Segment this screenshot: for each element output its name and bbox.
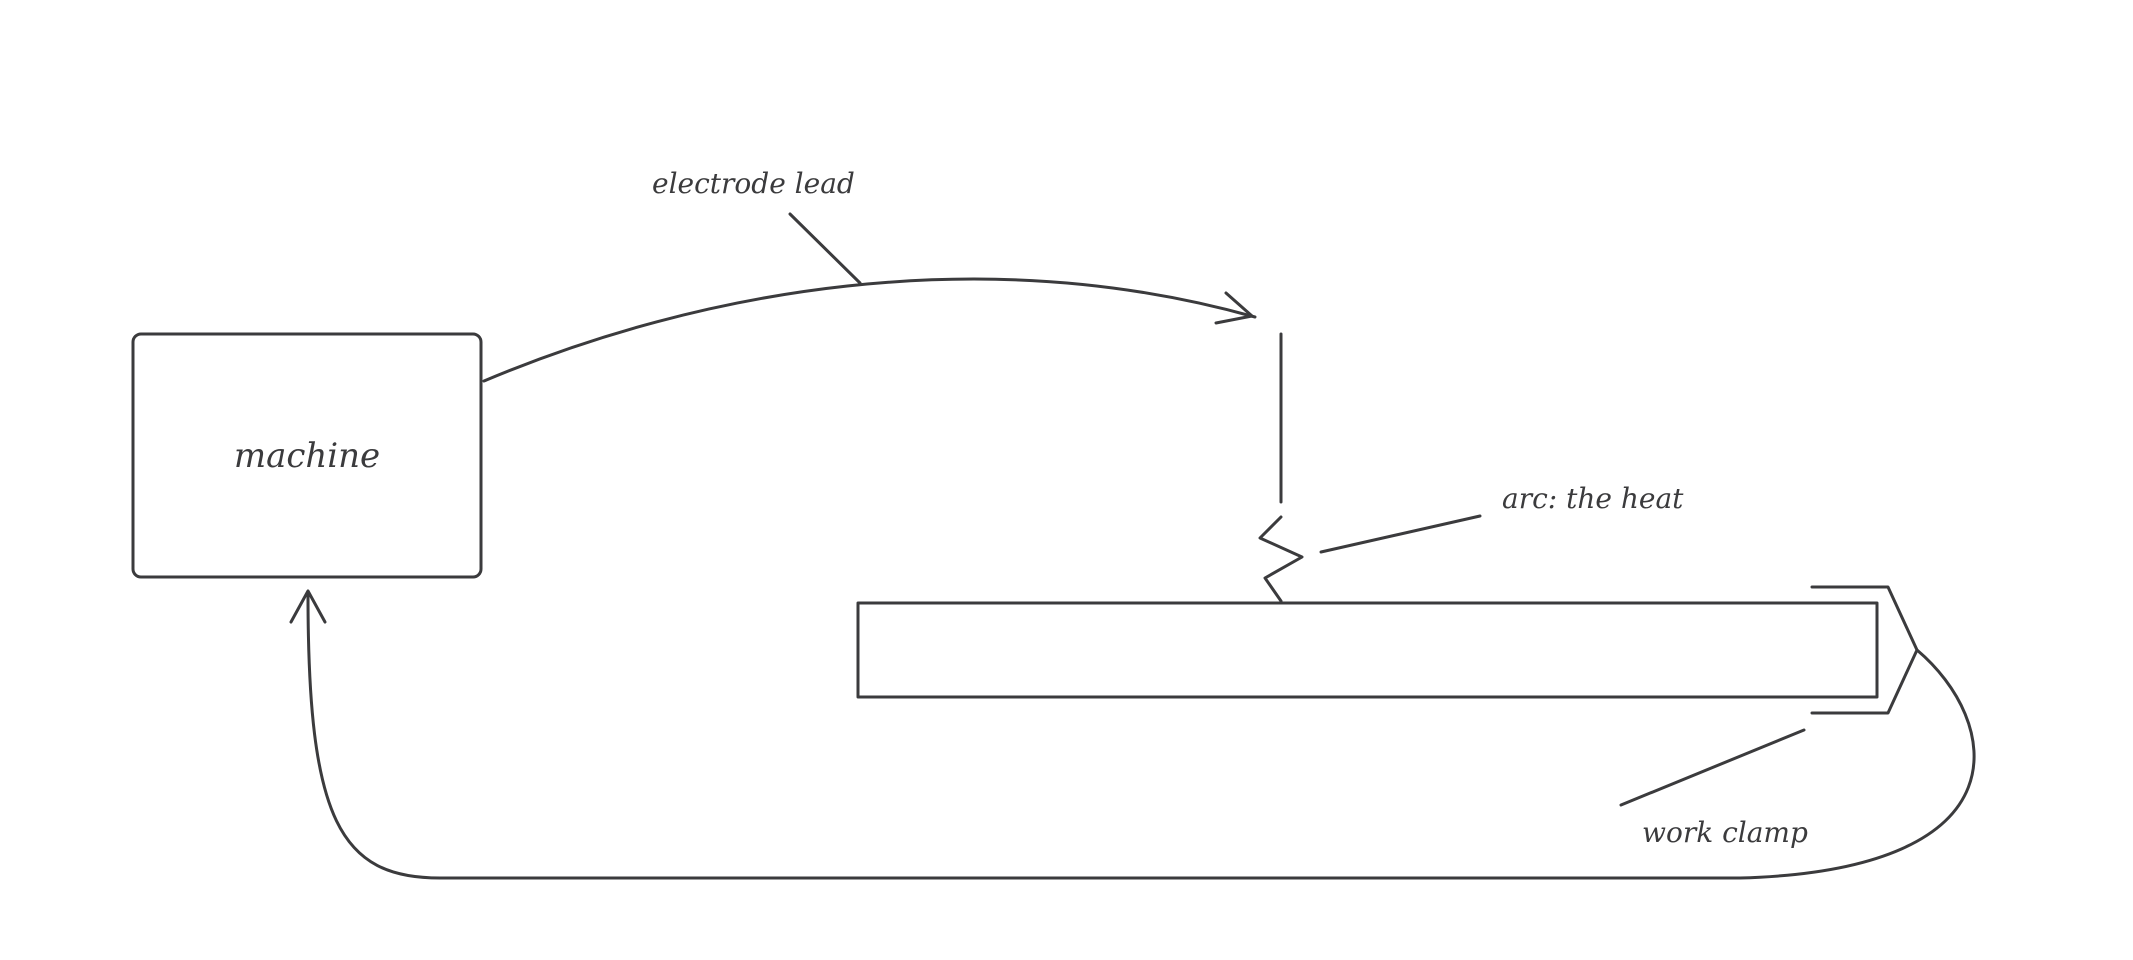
arc-leader-line	[1319, 514, 1482, 554]
electrode-lead-curve	[482, 277, 1257, 383]
work-clamp-label: work clamp	[1642, 816, 1808, 849]
electrode-lead-arrowhead	[1214, 291, 1254, 325]
return-lead-curve	[306, 593, 1976, 880]
work-clamp	[1810, 585, 1919, 715]
return-lead-connector	[289, 589, 1976, 880]
workpiece-plate	[856, 601, 1879, 699]
work-clamp-leader-line	[1619, 728, 1806, 807]
return-lead-arrowhead	[289, 589, 327, 624]
electrode-lead-label: electrode lead	[652, 167, 855, 200]
electrode-lead-annotation: electrode lead	[652, 167, 862, 285]
arc-zigzag	[1258, 515, 1304, 603]
electrode-lead-leader-line	[788, 212, 862, 285]
arc-label: arc: the heat	[1502, 482, 1684, 515]
machine-label: machine	[234, 436, 380, 476]
machine-node[interactable]: machine	[131, 332, 483, 579]
electrode-lead-connector	[482, 277, 1257, 383]
work-clamp-annotation: work clamp	[1619, 728, 1808, 849]
machine-box	[131, 332, 483, 579]
arc-annotation: arc: the heat	[1319, 482, 1684, 554]
